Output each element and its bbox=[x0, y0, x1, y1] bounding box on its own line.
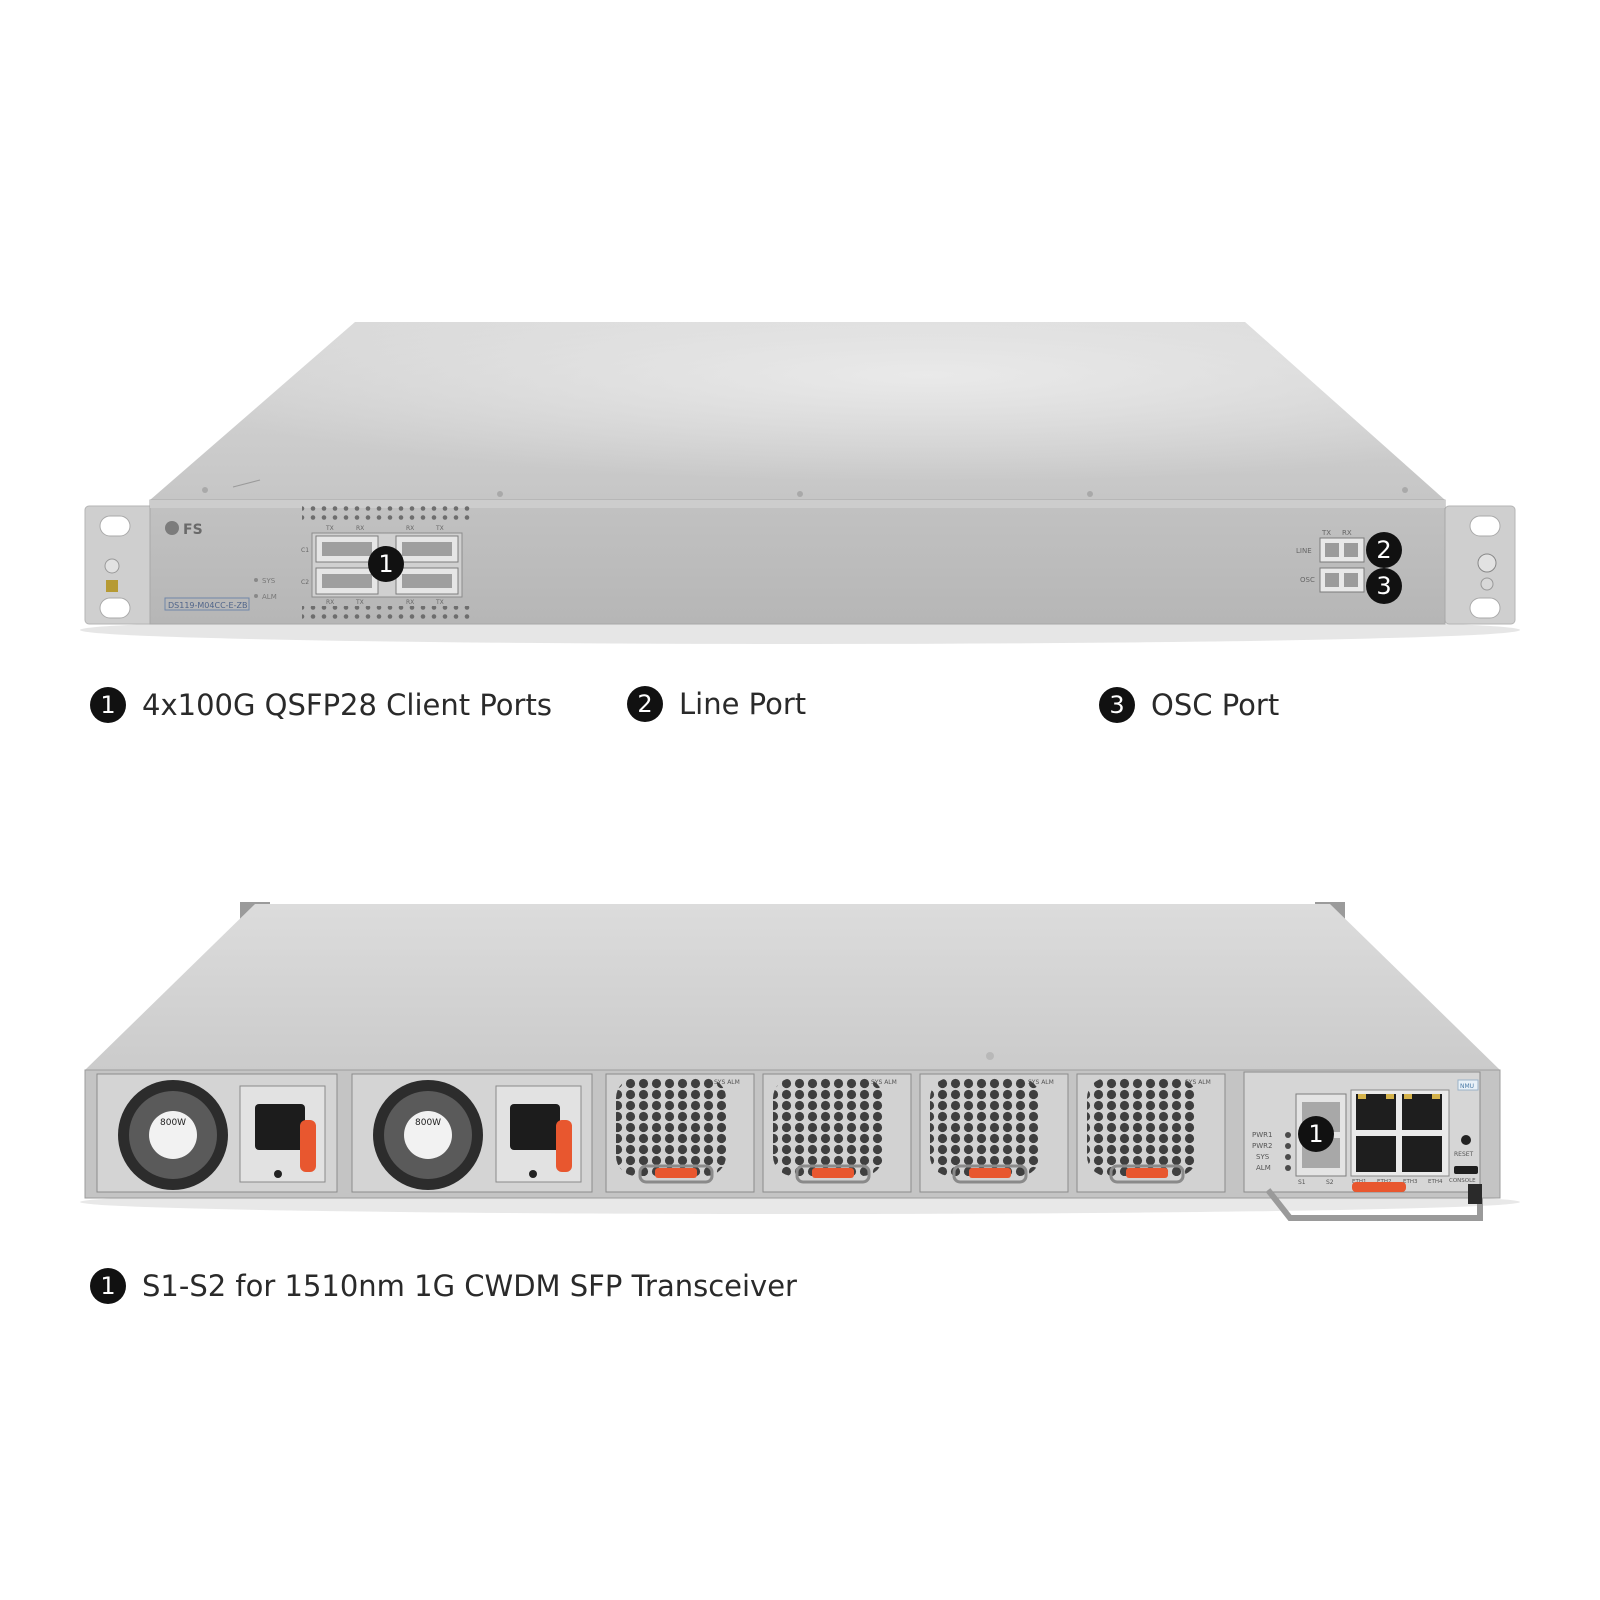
svg-text:FS: FS bbox=[183, 522, 203, 538]
psu-module-2[interactable]: 800W bbox=[351, 1073, 593, 1193]
front-marker-1: 1 bbox=[368, 546, 404, 582]
model-label: DS119-M04CC-E-ZB bbox=[168, 601, 247, 610]
front-legend-item-2: 2 Line Port bbox=[627, 686, 806, 722]
vent-bottom bbox=[302, 606, 472, 620]
svg-text:OSC: OSC bbox=[1300, 576, 1315, 584]
svg-text:RX: RX bbox=[356, 525, 364, 532]
svg-text:TX: TX bbox=[325, 525, 334, 532]
svg-text:TX: TX bbox=[435, 525, 444, 532]
osc-port[interactable] bbox=[1319, 567, 1365, 593]
svg-text:TX: TX bbox=[355, 599, 364, 606]
line-port[interactable] bbox=[1319, 537, 1365, 563]
nmu-module: NMU PWR1 PWR2 SYS ALM S1 S2 bbox=[1243, 1071, 1483, 1221]
ethernet-ports[interactable] bbox=[1350, 1089, 1450, 1177]
svg-text:TX: TX bbox=[435, 599, 444, 606]
svg-text:PWR1: PWR1 bbox=[1252, 1131, 1272, 1139]
front-status-leds: SYS ALM bbox=[254, 577, 277, 601]
qsfp28-port[interactable] bbox=[315, 567, 379, 595]
front-marker-2: 2 bbox=[1366, 532, 1402, 568]
svg-text:RX: RX bbox=[406, 525, 414, 532]
svg-text:PWR2: PWR2 bbox=[1252, 1142, 1272, 1150]
front-legend-item-1: 1 4x100G QSFP28 Client Ports bbox=[90, 687, 552, 723]
rack-ear-left bbox=[84, 505, 156, 625]
svg-text:SYS ALM: SYS ALM bbox=[714, 1079, 740, 1086]
svg-text:TX: TX bbox=[1321, 529, 1331, 537]
psu-module-1[interactable]: 800W bbox=[96, 1073, 338, 1193]
svg-text:ETH4: ETH4 bbox=[1428, 1179, 1443, 1185]
svg-text:S1: S1 bbox=[1298, 1179, 1306, 1186]
fan-module-2[interactable]: SYS ALM bbox=[762, 1073, 912, 1193]
legend-label: OSC Port bbox=[1151, 688, 1280, 722]
legend-label: S1-S2 for 1510nm 1G CWDM SFP Transceiver bbox=[142, 1269, 797, 1303]
svg-text:ALM: ALM bbox=[1256, 1164, 1271, 1172]
legend-number-badge: 1 bbox=[90, 1268, 126, 1304]
rack-ear-right bbox=[1444, 505, 1516, 625]
svg-text:800W: 800W bbox=[415, 1118, 441, 1128]
legend-label: Line Port bbox=[679, 687, 807, 721]
psu-latch[interactable] bbox=[300, 1120, 316, 1172]
nmu-status-leds bbox=[1285, 1132, 1291, 1171]
console-port[interactable] bbox=[1454, 1166, 1478, 1174]
psu-latch[interactable] bbox=[556, 1120, 572, 1172]
qsfp28-port[interactable] bbox=[395, 535, 459, 563]
front-faceplate bbox=[149, 499, 1446, 625]
lid-screws bbox=[202, 487, 1408, 497]
svg-text:SYS: SYS bbox=[262, 577, 276, 585]
fs-logo: FS bbox=[165, 521, 203, 538]
rear-device: 800W 800W SYS ALM SY bbox=[80, 902, 1520, 1221]
svg-text:SYS ALM: SYS ALM bbox=[1185, 1079, 1211, 1086]
svg-text:ALM: ALM bbox=[262, 593, 277, 601]
line-osc-port-group: TX RX LINE OSC bbox=[1296, 529, 1365, 593]
svg-text:NMU: NMU bbox=[1460, 1083, 1474, 1090]
svg-text:CONSOLE: CONSOLE bbox=[1449, 1178, 1476, 1184]
front-marker-3: 3 bbox=[1366, 568, 1402, 604]
rear-top-lid bbox=[85, 904, 1500, 1070]
rear-marker-1: 1 bbox=[1298, 1116, 1334, 1152]
svg-text:800W: 800W bbox=[160, 1118, 186, 1128]
legend-number-badge: 1 bbox=[90, 687, 126, 723]
svg-text:LINE: LINE bbox=[1296, 547, 1312, 555]
legend-label: 4x100G QSFP28 Client Ports bbox=[142, 688, 552, 722]
svg-text:RX: RX bbox=[326, 599, 334, 606]
svg-text:SYS: SYS bbox=[1256, 1153, 1270, 1161]
svg-text:ETH3: ETH3 bbox=[1403, 1179, 1418, 1185]
fan-module-1[interactable]: SYS ALM bbox=[605, 1073, 755, 1193]
qsfp28-port[interactable] bbox=[395, 567, 459, 595]
reset-button[interactable] bbox=[1461, 1135, 1471, 1145]
svg-text:RX: RX bbox=[406, 599, 414, 606]
svg-text:SYS ALM: SYS ALM bbox=[871, 1079, 897, 1086]
svg-text:SYS ALM: SYS ALM bbox=[1028, 1079, 1054, 1086]
svg-text:C2: C2 bbox=[301, 579, 309, 586]
rear-legend-item-1: 1 S1-S2 for 1510nm 1G CWDM SFP Transceiv… bbox=[90, 1268, 797, 1304]
legend-number-badge: 3 bbox=[1099, 687, 1135, 723]
fan-module-3[interactable]: SYS ALM bbox=[919, 1073, 1069, 1193]
qsfp28-port[interactable] bbox=[315, 535, 379, 563]
svg-text:S2: S2 bbox=[1326, 1179, 1334, 1186]
nmu-handle[interactable] bbox=[1265, 1188, 1483, 1221]
front-legend-item-3: 3 OSC Port bbox=[1099, 687, 1279, 723]
nmu-latch[interactable] bbox=[1352, 1182, 1406, 1192]
svg-text:C1: C1 bbox=[301, 547, 309, 554]
front-device: FS DS119-M04CC-E-ZB SYS ALM bbox=[80, 322, 1520, 644]
svg-text:RX: RX bbox=[1342, 529, 1352, 537]
svg-text:RESET: RESET bbox=[1454, 1151, 1474, 1158]
fan-module-4[interactable]: SYS ALM bbox=[1076, 1073, 1226, 1193]
legend-number-badge: 2 bbox=[627, 686, 663, 722]
vent-top bbox=[302, 506, 472, 520]
